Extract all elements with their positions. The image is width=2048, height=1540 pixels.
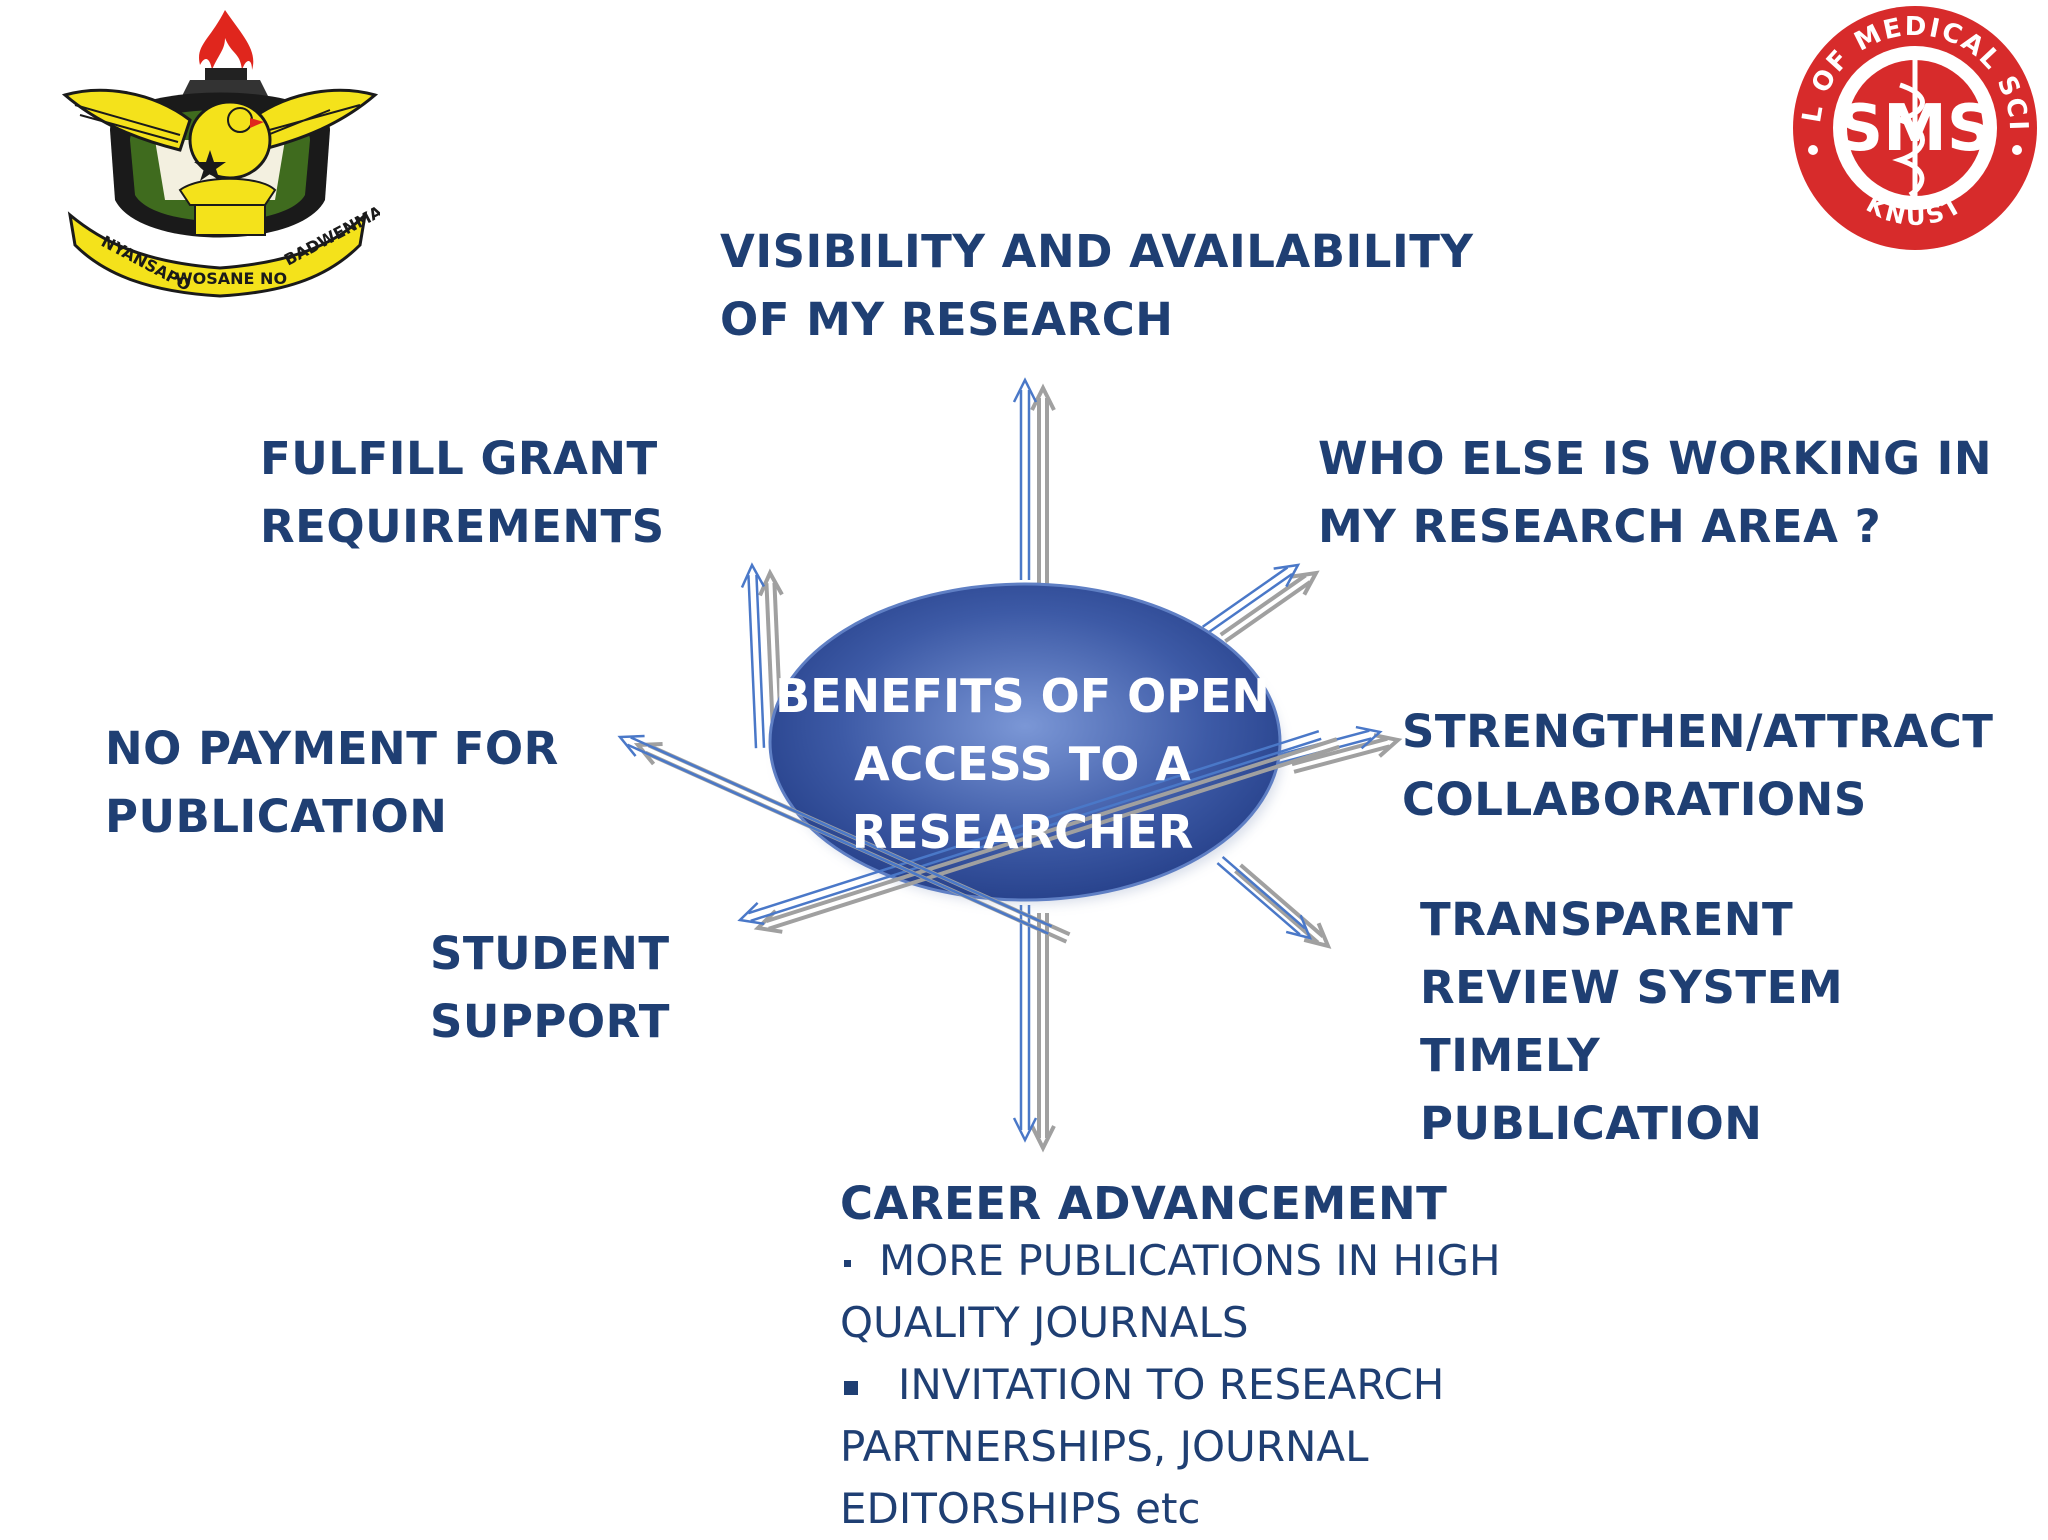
bullet-icon [844, 1260, 851, 1267]
benefit-line: STUDENT [430, 927, 670, 980]
list-item: INVITATION TO RESEARCH PARTNERSHIPS, JOU… [840, 1354, 1540, 1540]
benefit-collaborations: STRENGTHEN/ATTRACT COLLABORATIONS [1402, 698, 1993, 834]
career-benefits-list: MORE PUBLICATIONS IN HIGH QUALITY JOURNA… [840, 1230, 1540, 1540]
list-item-line: PARTNERSHIPS, JOURNAL [840, 1422, 1369, 1471]
arrow-to-no-payment [617, 734, 1053, 935]
benefit-line: SUPPORT [430, 995, 670, 1048]
center-line: ACCESS TO A [854, 737, 1191, 791]
list-item-line: INVITATION TO RESEARCH [898, 1360, 1445, 1409]
benefit-line: TIMELY [1420, 1029, 1601, 1082]
benefit-line: OF MY RESEARCH [720, 293, 1174, 346]
arrows-group [740, 377, 1403, 1153]
benefit-line: COLLABORATIONS [1402, 773, 1867, 826]
svg-text:WOSANE NO: WOSANE NO [175, 269, 287, 288]
center-ellipse [768, 582, 1282, 902]
crossing-arrows-group [617, 729, 1340, 944]
benefit-line: WHO ELSE IS WORKING IN [1318, 432, 1993, 485]
benefit-transparent-review: TRANSPARENT REVIEW SYSTEM TIMELY PUBLICA… [1420, 886, 1843, 1158]
arrow-to-who-else [1201, 563, 1301, 635]
benefit-line: TRANSPARENT [1420, 893, 1794, 946]
arrow-up-grant [740, 562, 766, 749]
benefit-line: FULFILL GRANT [260, 432, 658, 485]
arrow-to-collaborations-shadow [1291, 733, 1403, 774]
arrow-down-career-shadow [1030, 913, 1056, 1153]
center-title: BENEFITS OF OPEN ACCESS TO A RESEARCHER [770, 662, 1275, 866]
knust-crest-logo: NYANSAPO WOSANE NO BADWENMA [60, 0, 386, 315]
sms-seal-logo: SCHOOL OF MEDICAL SCIENCES KNUST SMS [1773, 0, 2045, 265]
benefit-career-title: CAREER ADVANCEMENT [840, 1170, 1447, 1238]
benefit-visibility: VISIBILITY AND AVAILABILITY OF MY RESEAR… [720, 218, 1474, 354]
center-line: BENEFITS OF OPEN [775, 669, 1270, 723]
arrow-to-transparent [1216, 856, 1313, 940]
benefit-line: PUBLICATION [1420, 1097, 1763, 1150]
benefit-line: MY RESEARCH AREA ? [1318, 500, 1882, 553]
benefit-who-else: WHO ELSE IS WORKING IN MY RESEARCH AREA … [1318, 425, 1992, 561]
list-item-line: MORE PUBLICATIONS IN HIGH [879, 1236, 1501, 1285]
benefit-line: CAREER ADVANCEMENT [840, 1177, 1448, 1230]
list-item-line: EDITORSHIPS etc [840, 1484, 1201, 1533]
list-item-line: QUALITY JOURNALS [840, 1298, 1249, 1347]
arrow-up-visibility-shadow [1030, 383, 1056, 588]
list-item: MORE PUBLICATIONS IN HIGH QUALITY JOURNA… [840, 1230, 1540, 1354]
benefit-student-support: STUDENT SUPPORT [430, 920, 670, 1056]
arrow-to-student [737, 729, 1322, 926]
benefit-line: NO PAYMENT FOR [105, 722, 559, 775]
arrow-to-who-else-shadow [1219, 570, 1320, 643]
benefit-grant: FULFILL GRANT REQUIREMENTS [260, 425, 665, 561]
arrow-to-collaborations [1273, 725, 1383, 766]
arrow-to-student-shadow [753, 737, 1340, 934]
benefit-line: VISIBILITY AND AVAILABILITY [720, 225, 1474, 278]
benefit-line: PUBLICATION [105, 790, 448, 843]
arrow-up-visibility [1012, 377, 1038, 580]
benefit-line: REQUIREMENTS [260, 500, 665, 553]
benefit-line: STRENGTHEN/ATTRACT [1402, 705, 1994, 758]
arrow-to-transparent-shadow [1234, 863, 1332, 949]
bullet-icon [844, 1380, 858, 1395]
arrow-down-career [1012, 905, 1038, 1143]
benefit-no-payment: NO PAYMENT FOR PUBLICATION [105, 715, 559, 851]
benefit-line: REVIEW SYSTEM [1420, 961, 1844, 1014]
center-line: RESEARCHER [851, 805, 1194, 859]
